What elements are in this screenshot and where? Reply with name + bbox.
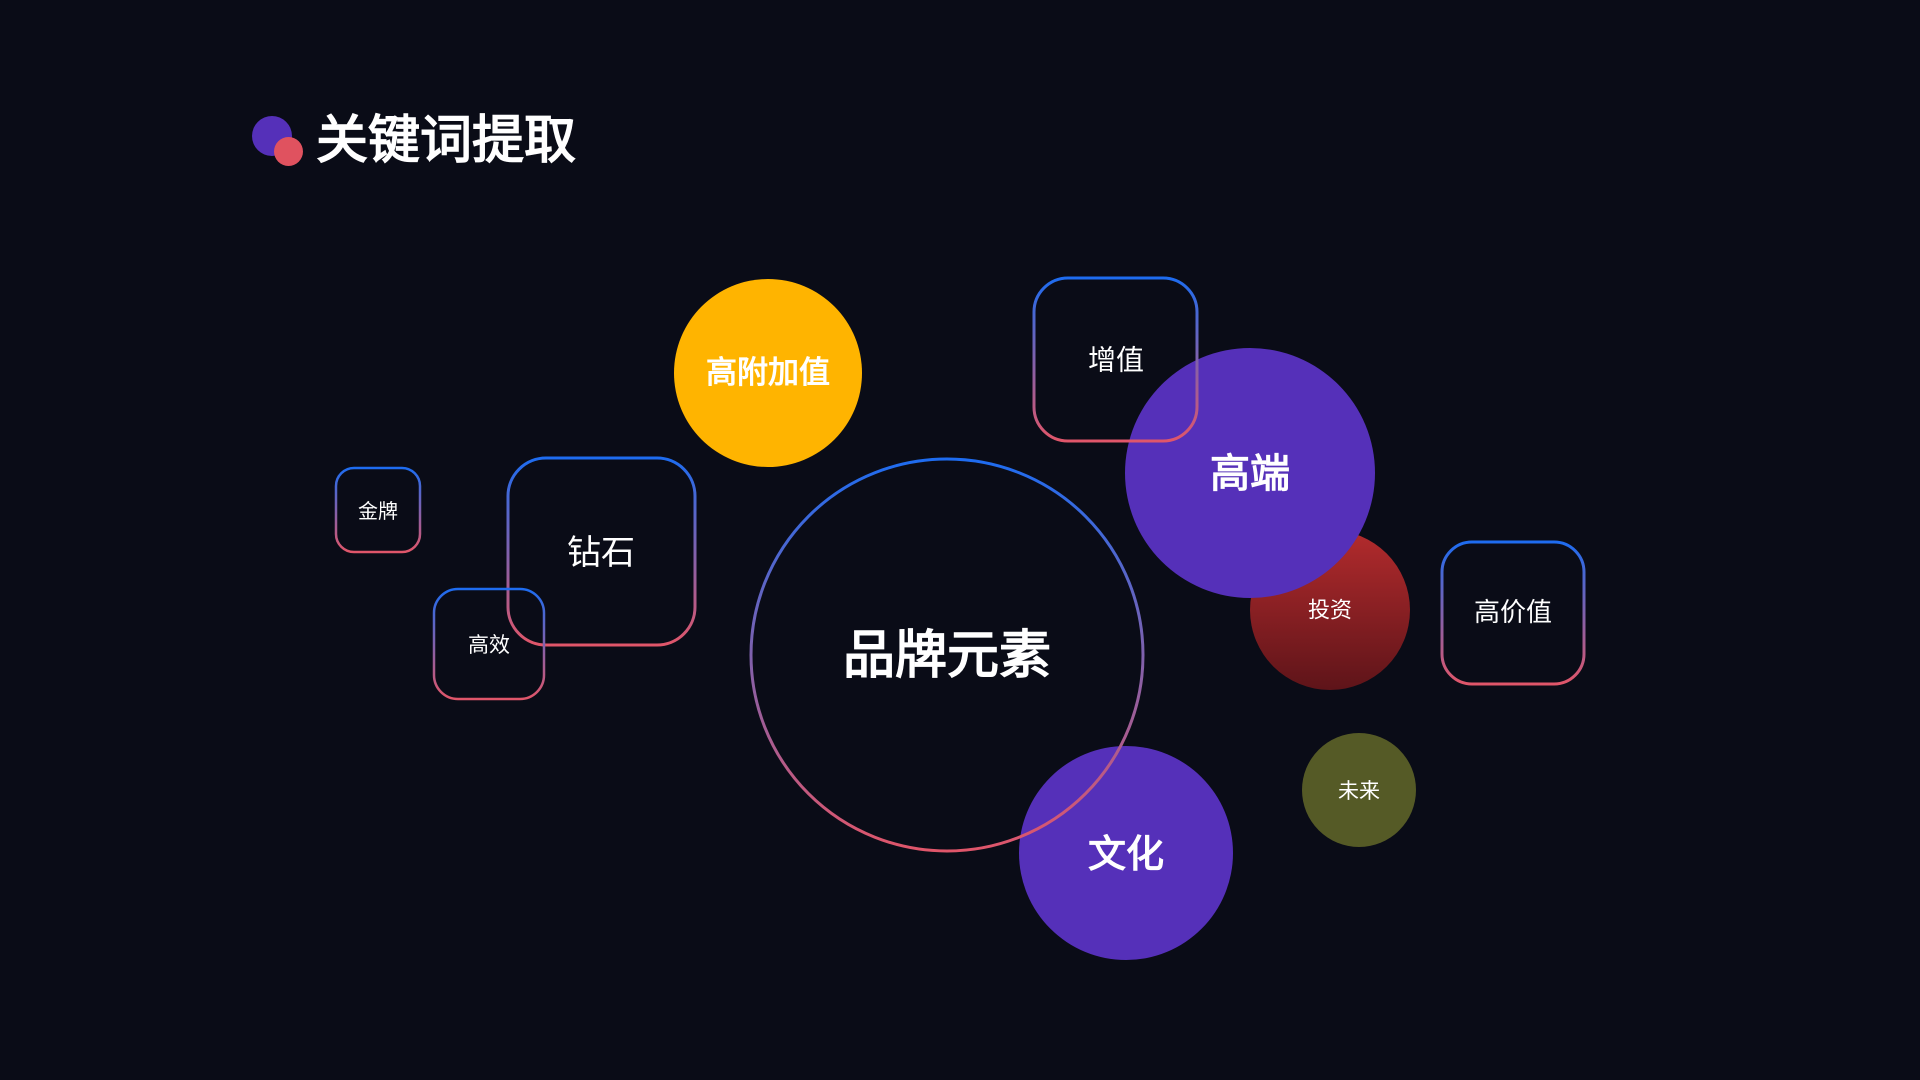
keyword-future: 未来 [1302,733,1416,847]
keyword-high-value-box [1440,540,1586,686]
keyword-culture-label: 文化 [1088,832,1164,876]
keyword-efficient: 高效 [432,587,546,701]
keyword-high-end: 高端 [1125,348,1375,598]
keyword-high-value-added: 高附加值 [674,279,862,467]
keyword-gold-medal-box [334,466,422,554]
keyword-value-added: 增值 [1032,276,1199,443]
keyword-efficient-label: 高效 [468,633,510,657]
keyword-value-added-label: 增值 [1088,344,1144,377]
keyword-high-value-label: 高价值 [1474,598,1552,628]
keyword-value-added-box [1032,276,1199,443]
keyword-gold-medal-label: 金牌 [358,499,398,523]
title-logo-icon [252,116,303,166]
keyword-center-label: 品牌元素 [843,626,1051,686]
keyword-culture: 文化 [1019,746,1233,960]
logo-red-dot [274,137,303,166]
keyword-center: 品牌元素 [749,457,1145,853]
keyword-high-end-label: 高端 [1210,451,1290,497]
keyword-diamond-box [506,456,697,647]
keyword-investment-label: 投资 [1308,599,1352,624]
keyword-gold-medal: 金牌 [334,466,422,554]
keyword-center-bubble [749,457,1145,853]
keyword-high-value-added-bubble [674,279,862,467]
keyword-future-label: 未来 [1338,779,1380,803]
keyword-culture-bubble [1019,746,1233,960]
keyword-diamond: 钻石 [506,456,697,647]
keyword-high-value: 高价值 [1440,540,1586,686]
keyword-future-bubble [1302,733,1416,847]
keyword-high-value-added-label: 高附加值 [706,355,830,391]
keyword-high-end-bubble [1125,348,1375,598]
keyword-diamond-label: 钻石 [567,533,635,573]
keyword-efficient-box [432,587,546,701]
page-title: 关键词提取 [316,111,577,171]
